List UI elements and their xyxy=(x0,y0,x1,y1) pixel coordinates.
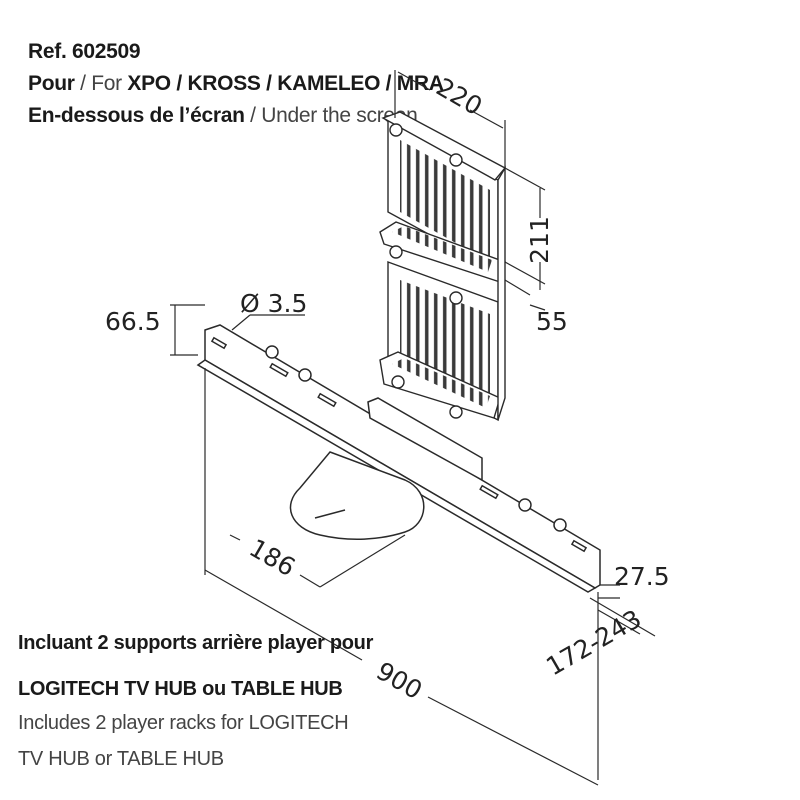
reference-number: Ref. 602509 xyxy=(28,40,141,63)
dim-plate-width: 186 xyxy=(244,533,300,582)
player-rack xyxy=(379,111,507,422)
bracket-bottom-lip xyxy=(196,359,597,593)
knob-icon xyxy=(265,345,279,359)
plate-slot xyxy=(314,509,346,519)
knob-icon xyxy=(449,291,463,305)
upper-rack-lip xyxy=(381,111,507,181)
position-fr: En-dessous de l’écran xyxy=(28,104,245,127)
includes-fr-line2: LOGITECH TV HUB ou TABLE HUB xyxy=(18,678,343,700)
dim-hole-diameter: Ø 3.5 xyxy=(240,289,307,318)
center-mount-box xyxy=(367,397,483,482)
compatibility-line: Pour / For XPO / KROSS / KAMELEO / MRA xyxy=(28,72,444,96)
separator: / xyxy=(244,104,262,127)
knob-icon xyxy=(449,405,463,419)
position-line: En-dessous de l’écran / Under the screen xyxy=(28,104,418,128)
dim-adjust-range: 172-243 xyxy=(541,604,646,681)
dimension-lines xyxy=(170,70,656,786)
separator: / xyxy=(74,72,92,95)
position-en: Under the screen xyxy=(261,104,418,127)
dim-bracket-height: 66.5 xyxy=(105,307,161,336)
for-label: For xyxy=(91,72,128,95)
dim-rack-height: 211 xyxy=(525,216,554,264)
main-bracket xyxy=(196,324,601,593)
dim-rack-width: 220 xyxy=(431,72,487,121)
knob-icon xyxy=(391,375,405,389)
knob-icon xyxy=(389,123,403,137)
includes-fr-line1: Incluant 2 supports arrière player pour xyxy=(18,632,374,654)
dim-bracket-depth: 27.5 xyxy=(614,562,670,591)
pour-label: Pour xyxy=(28,72,75,95)
mount-slot xyxy=(570,539,588,553)
mount-slot xyxy=(269,362,289,378)
shelf-plate xyxy=(289,451,425,541)
includes-en-line2: TV HUB or TABLE HUB xyxy=(18,748,224,770)
includes-en-line1: Includes 2 player racks for LOGITECH xyxy=(18,712,349,734)
mount-slot xyxy=(479,484,499,500)
knob-icon xyxy=(389,245,403,259)
compatible-models: XPO / KROSS / KAMELEO / MRA xyxy=(127,72,444,95)
knob-icon xyxy=(449,153,463,167)
dim-total-length: 900 xyxy=(371,656,427,705)
mount-slot xyxy=(210,336,228,350)
rack-side xyxy=(497,165,506,421)
mount-slot xyxy=(317,392,337,408)
knob-icon xyxy=(298,368,312,382)
knob-icon xyxy=(518,498,532,512)
knob-icon xyxy=(553,518,567,532)
dim-rack-depth: 55 xyxy=(536,307,568,336)
